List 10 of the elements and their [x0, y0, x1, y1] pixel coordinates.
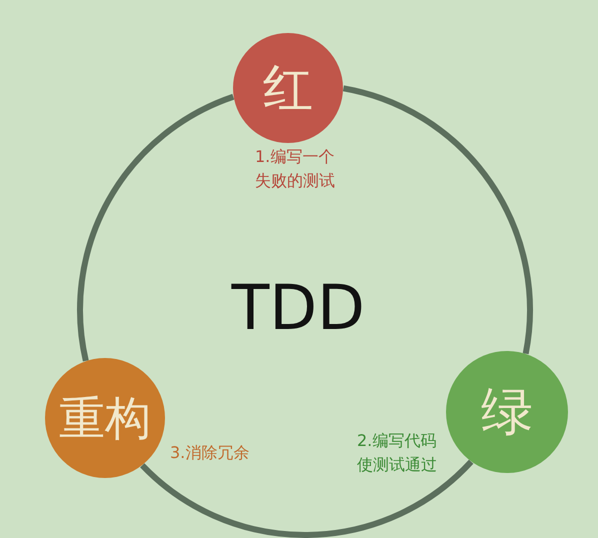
- connector-arc: [342, 85, 533, 354]
- stage-title: 绿: [481, 386, 533, 438]
- connector-arc: [140, 460, 474, 538]
- step-caption: 3.消除冗余: [170, 442, 250, 464]
- stage-title: 红: [263, 63, 313, 113]
- connector-arc: [77, 94, 234, 362]
- step-caption: 1.编写一个失败的测试: [255, 146, 336, 192]
- center-label: TDD: [232, 277, 365, 339]
- step-caption: 2.编写代码使测试通过: [357, 430, 438, 476]
- stage-title: 重构: [59, 395, 151, 441]
